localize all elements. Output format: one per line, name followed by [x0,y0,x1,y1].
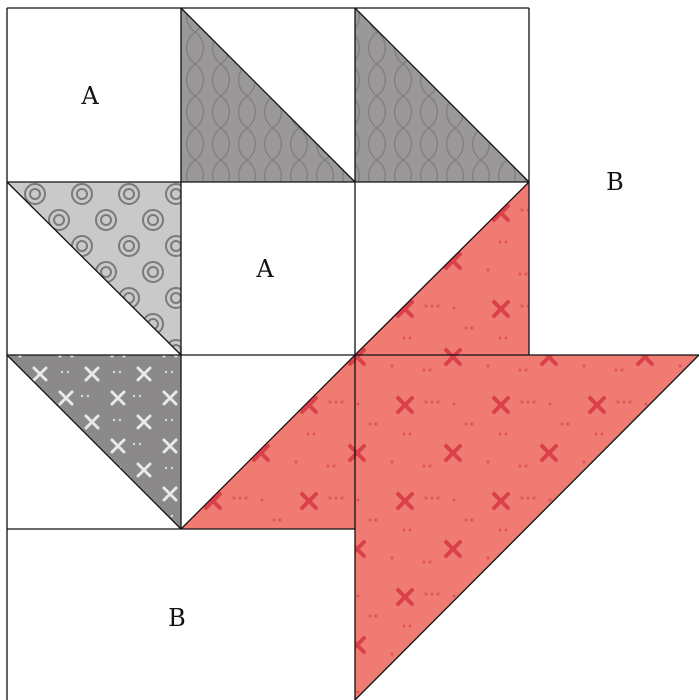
label-b-right: B [606,168,624,196]
label-b-bottom: B [168,604,186,632]
label-a-center: A [255,255,274,283]
label-a-top-left: A [80,82,99,110]
